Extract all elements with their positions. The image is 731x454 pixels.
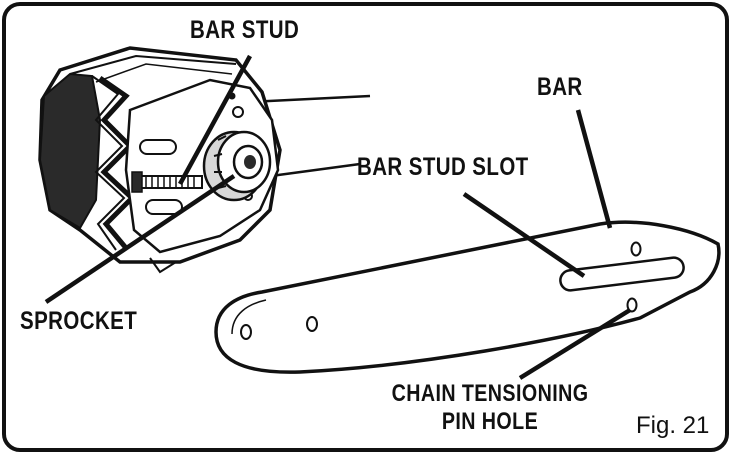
figure-caption: Fig. 21 [636, 412, 710, 439]
label-chain-tensioning-pin-hole: CHAIN TENSIONING PIN HOLE [392, 380, 589, 436]
leader-chain-tensioning-pin-hole [518, 308, 632, 380]
leader-bar-stud-slot [462, 192, 586, 278]
bar-hole-middle [306, 316, 318, 332]
label-bar-stud: BAR STUD [190, 16, 300, 44]
bar-hole-left [240, 324, 252, 340]
guide-bar [214, 220, 721, 374]
label-chain-tensioning-line2: PIN HOLE [441, 408, 539, 435]
label-sprocket: SPROCKET [20, 307, 138, 335]
bar-stud-slot-shape [559, 256, 685, 292]
label-chain-tensioning-line1: CHAIN TENSIONING [391, 380, 589, 407]
leader-bar-stud [178, 54, 252, 186]
label-bar-stud-slot: BAR STUD SLOT [357, 153, 529, 181]
bar-stud-shape [131, 171, 203, 193]
leader-sprocket [44, 174, 236, 304]
chain-tensioning-pin-hole-shape [626, 297, 638, 313]
label-bar: BAR [537, 73, 583, 101]
motor-housing [38, 46, 282, 274]
bar-hole-top-right [630, 241, 642, 257]
leader-bar [575, 109, 613, 229]
